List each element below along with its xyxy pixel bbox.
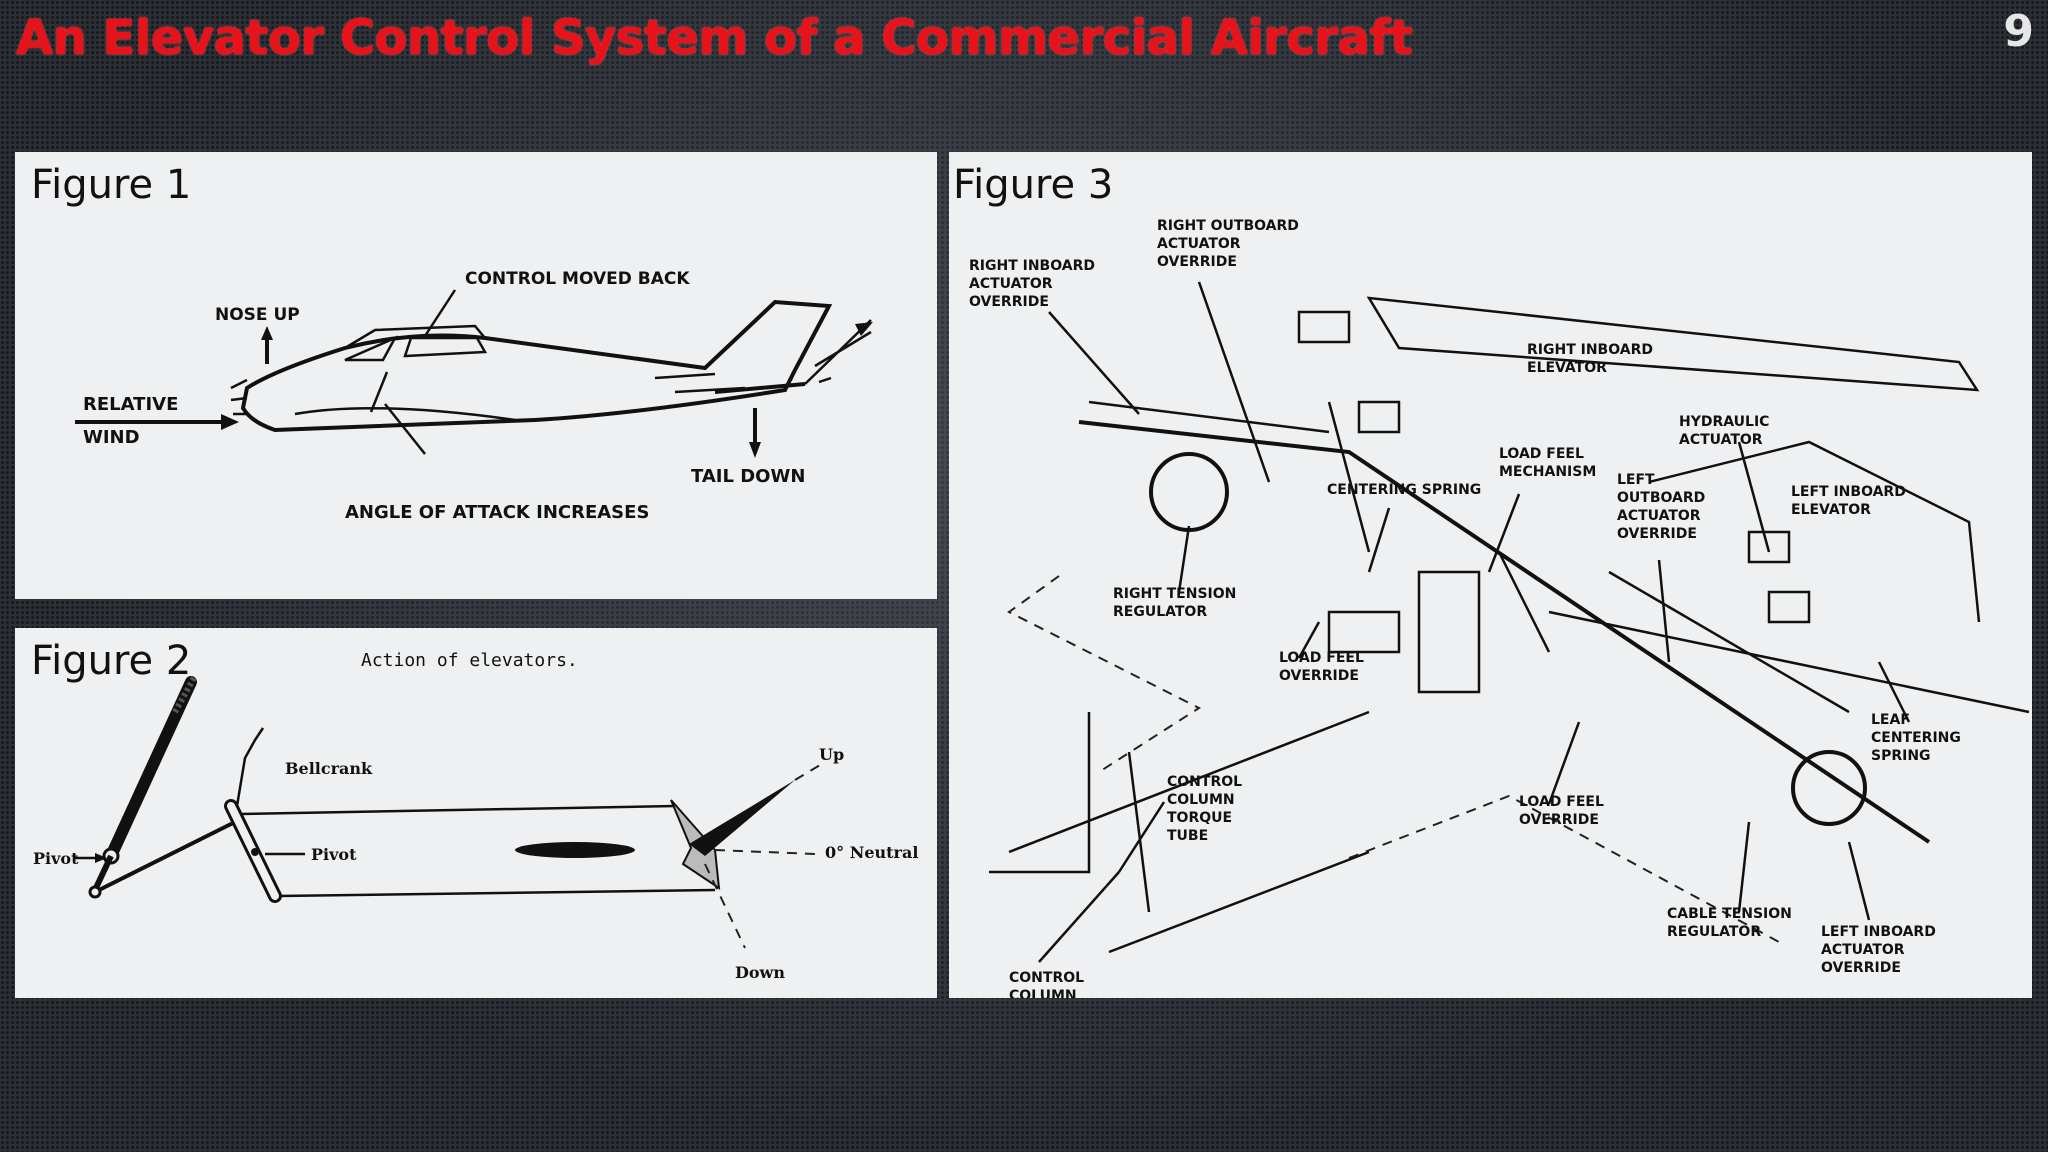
figure-1-panel: Figure 1 NOSE UP CONTROL MOVED BACK REL (15, 152, 937, 599)
slide-title: An Elevator Control System of a Commerci… (16, 10, 1413, 66)
callout-leaders (1038, 281, 1911, 963)
tail-down-label: TAIL DOWN (691, 466, 805, 487)
relative-label: RELATIVE (83, 394, 178, 415)
force-arrows (75, 289, 873, 458)
right-inboard-elevator-outline (1366, 296, 1980, 392)
svg-text:CENTERING SPRING: CENTERING SPRING (1327, 482, 1481, 498)
elevator-action-diagram: Action of elevators. Bellcrank Pivot Piv… (33, 650, 918, 982)
pivot-mid-label: Pivot (311, 845, 357, 864)
airplane-drawing (230, 299, 872, 433)
up-label: Up (819, 745, 844, 764)
mechanism-drawing (989, 296, 2030, 954)
control-moved-back-label: CONTROL MOVED BACK (465, 269, 690, 289)
figure-2-panel: Figure 2 Action of elevators. Bellcrank … (15, 628, 937, 998)
bellcrank (224, 799, 282, 903)
stabilizer (515, 842, 635, 858)
pivot-left-label: Pivot (33, 849, 79, 868)
figure-1-title: Figure 1 (31, 162, 192, 208)
figure-2-title: Figure 2 (31, 638, 192, 684)
wind-label: WIND (83, 427, 140, 448)
relative-wind-arrowhead (221, 414, 239, 430)
slide-number: 9 (2003, 6, 2034, 57)
figure-2-caption: Action of elevators. (361, 650, 578, 671)
nose-up-label: NOSE UP (215, 305, 300, 325)
left-cable-drum (1791, 750, 1867, 826)
bellcrank-label: Bellcrank (285, 759, 373, 778)
neutral-label: 0° Neutral (825, 843, 918, 862)
airplane-diagram: NOSE UP CONTROL MOVED BACK RELATIVE WIND… (75, 269, 873, 523)
control-stick (88, 674, 198, 899)
angle-of-attack-label: ANGLE OF ATTACK INCREASES (345, 502, 649, 523)
figure-3-title: Figure 3 (953, 162, 1114, 208)
down-label: Down (735, 963, 785, 982)
right-cable-drum (1149, 452, 1229, 532)
push-rod (98, 818, 240, 892)
